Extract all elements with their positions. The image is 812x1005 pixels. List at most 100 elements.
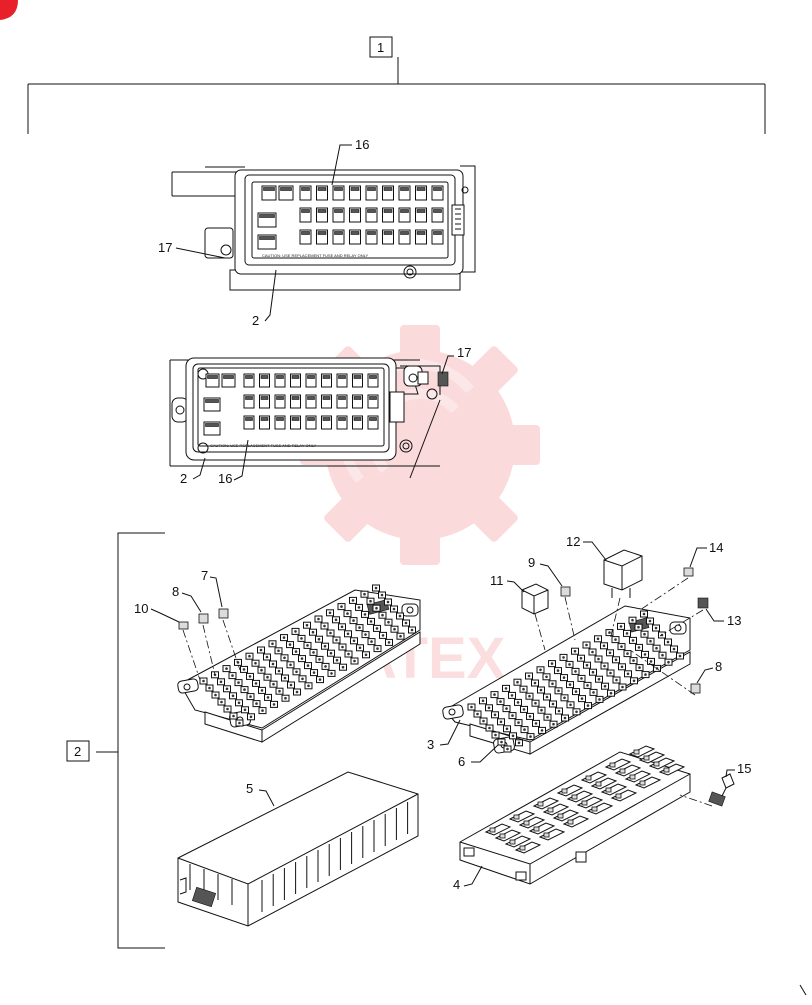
terminal-pin xyxy=(266,696,270,699)
terminal-pin xyxy=(259,648,263,652)
terminal-pin xyxy=(516,701,520,704)
fuse-slot xyxy=(259,415,270,430)
terminal-pin xyxy=(300,657,304,660)
fuse-slot xyxy=(332,229,345,245)
callout-6: 6 xyxy=(458,754,465,769)
terminal-pin xyxy=(266,675,269,679)
terminal-pin xyxy=(306,664,310,667)
carrier-socket xyxy=(567,819,574,825)
fuse-slot xyxy=(415,229,427,245)
terminal-pin xyxy=(376,647,379,650)
terminal-pin xyxy=(504,687,508,690)
fuse-slot xyxy=(336,415,348,430)
fuse-contact xyxy=(317,231,327,235)
terminal-pin xyxy=(631,639,635,642)
fuse-slot xyxy=(316,185,328,201)
terminal-pin xyxy=(557,689,560,693)
terminal-pin xyxy=(661,653,664,657)
fuse-contact xyxy=(276,396,284,400)
fuse-contact xyxy=(276,417,284,421)
terminal-pin xyxy=(539,688,543,692)
terminal-pin xyxy=(596,637,600,641)
carrier-socket xyxy=(629,774,636,780)
terminal-pin xyxy=(546,715,549,719)
fuse-contact xyxy=(383,187,393,191)
terminal-pin xyxy=(317,637,321,641)
terminal-pin xyxy=(242,668,246,671)
fuse-slot xyxy=(365,229,378,245)
fuse-slot xyxy=(431,229,444,245)
fuse-contact xyxy=(263,187,275,191)
terminal-pin xyxy=(534,701,537,705)
terminal-pin xyxy=(499,700,502,703)
part-11-relay-small xyxy=(521,583,549,615)
terminal-pin xyxy=(573,649,577,653)
terminal-pin xyxy=(568,683,572,686)
fuse-contact xyxy=(353,396,362,400)
fuse-contact xyxy=(400,231,409,235)
terminal-pin xyxy=(609,671,612,675)
fuse-slot xyxy=(243,394,255,409)
terminal-pin xyxy=(598,698,601,701)
fuse-contact xyxy=(259,236,275,240)
callout-1: 1 xyxy=(377,40,384,55)
fuse-contact xyxy=(205,399,219,403)
terminal-pin xyxy=(363,613,367,616)
terminal-pin xyxy=(666,640,670,644)
terminal-pin xyxy=(563,716,567,720)
terminal-pin xyxy=(358,626,361,629)
terminal-pin xyxy=(632,659,635,662)
terminal-pin xyxy=(231,674,234,677)
terminal-pin xyxy=(552,722,555,726)
carrier-socket xyxy=(663,767,670,773)
carrier-socket xyxy=(519,845,526,851)
carrier-socket xyxy=(557,813,564,819)
terminal-pin xyxy=(387,620,390,624)
fuse-slot xyxy=(336,373,348,388)
terminal-pin xyxy=(533,681,537,685)
carrier-socket xyxy=(513,814,520,820)
fuse-slot xyxy=(243,415,255,430)
fuse-slot xyxy=(299,185,312,201)
terminal-pin xyxy=(500,740,503,744)
carrier-socket xyxy=(653,761,660,767)
carrier-socket xyxy=(585,775,592,781)
terminal-pin xyxy=(568,663,571,666)
terminal-pin xyxy=(637,646,641,649)
terminal-pin xyxy=(318,658,321,661)
terminal-pin xyxy=(294,630,297,633)
part-7 xyxy=(218,608,229,619)
fuse-slot xyxy=(367,373,379,388)
part-14 xyxy=(683,567,694,577)
fuse-slot xyxy=(349,229,361,245)
part-8-left xyxy=(198,613,209,624)
terminal-pin xyxy=(551,702,555,706)
terminal-pin xyxy=(380,593,384,597)
terminal-pin xyxy=(323,644,327,648)
terminal-pin xyxy=(335,658,339,662)
terminal-pin xyxy=(591,670,595,674)
terminal-pin xyxy=(585,663,589,667)
callout-14: 14 xyxy=(709,540,723,555)
fuse-contact xyxy=(433,231,442,235)
fuse-slot xyxy=(336,394,348,409)
fuse-contact xyxy=(369,417,377,421)
callout-17-middle: 17 xyxy=(457,345,471,360)
terminal-pin xyxy=(393,627,396,631)
terminal-pin xyxy=(249,695,252,698)
fuse-contact xyxy=(260,396,269,400)
terminal-pin xyxy=(488,726,491,730)
fuse-contact xyxy=(334,231,343,235)
fuse-slot xyxy=(352,415,363,430)
fuse-contact xyxy=(291,417,300,421)
carrier-socket xyxy=(595,781,602,787)
terminal-pin xyxy=(620,645,623,648)
terminal-pin xyxy=(545,675,548,679)
fuse-contact xyxy=(301,187,310,191)
callout-13: 13 xyxy=(727,613,741,628)
fuse-slot xyxy=(305,394,317,409)
terminal-pin xyxy=(481,699,485,703)
terminal-pin xyxy=(353,659,356,663)
terminal-pin xyxy=(621,685,624,689)
fuse-contact xyxy=(433,209,442,213)
